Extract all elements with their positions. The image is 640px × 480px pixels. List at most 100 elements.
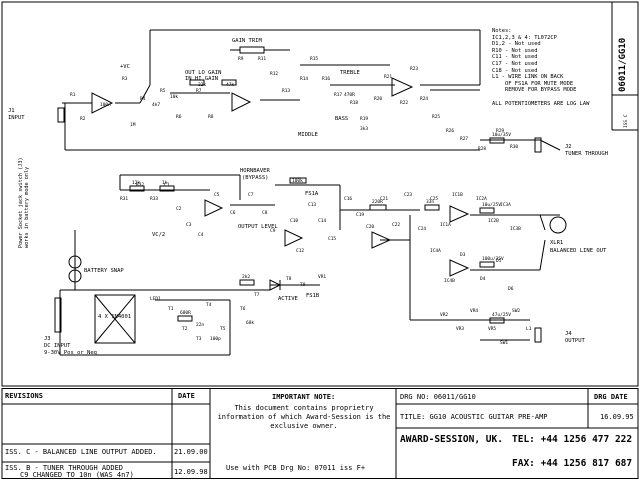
tuner-through-label: TUNER THROUGH [565,151,608,157]
component-designator: R30 [510,144,518,150]
fs1a-label: FS1A [305,191,319,197]
j4-label: J4 [565,331,572,337]
component-designator: D5 [496,258,502,264]
component-designator: R6 [176,114,182,120]
component-designator: R11 [258,56,266,62]
component-designator: R23 [410,66,418,72]
component-designator: T5 [220,326,226,332]
component-designator: C5 [214,192,220,198]
component-designator: R12 [270,71,278,77]
note-line: REMOVE FOR BYPASS MODE [504,87,577,94]
plus-vc-label: +VC [120,64,130,70]
component-designator: LED1 [150,296,161,302]
component-value: 10u/25V [482,202,501,208]
component-designator: R22 [400,100,408,106]
dc-input-label: DC INPUT [44,343,71,349]
out-lo-gain-label: OUT LO GAIN [185,70,221,76]
battery-snap-label: BATTERY SNAP [84,268,124,274]
component-designator: T8 [286,276,292,282]
drawing-title: TITLE: GG10 ACOUSTIC GUITAR PRE-AMP [400,413,548,421]
note-line: C11 - Not used [492,54,538,61]
component-designator: R8 [208,114,214,120]
power-socket-note: Power Socket jack switch (J3) works in b… [18,157,30,248]
revisions-header: REVISIONS [5,392,43,400]
component-designator: VR3 [456,326,464,332]
component-value: 100n [100,102,111,108]
component-designator: R24 [420,96,428,102]
component-designator: C4 [198,232,204,238]
note-line: OF FS1A FOR MUTE MODE [504,80,574,87]
output-label: OUTPUT [565,338,586,344]
component-designator: C15 [328,236,336,242]
component-designator: R4 [140,96,146,102]
component-designator: R5 [160,88,166,94]
treble-label: TREBLE [340,70,360,76]
component-designator: VR4 [470,308,478,314]
gain-trim-label: GAIN TRIM [232,38,262,44]
component-designator: R31 [120,196,128,202]
component-designator: IC1A [440,222,451,228]
component-designator: R17 [334,92,342,98]
side-tab-issue: ISS C [624,114,629,128]
component-designator: R27 [460,136,468,142]
drawing-date: 16.09.95 [600,413,634,421]
hornbaver-label: HORNBAVER [240,168,270,174]
component-designator: C14 [318,218,326,224]
component-designator: IC1B [452,192,463,198]
note-line: D1,2 - Not used [492,41,541,48]
notice-text: This document contains proprietry inform… [217,404,391,430]
component-value: 220R [372,199,383,205]
company-name: AWARD-SESSION, UK. [400,434,503,445]
component-value: 47u/25V [492,312,511,318]
component-designator: C6 [230,210,236,216]
dc-spec-label: 9-30V Pos or Neg [44,350,97,356]
component-designator: R25 [432,114,440,120]
component-designator: IC4B [444,278,455,284]
title-block: REVISIONS DATE ISS. C - BALANCED LINE OU… [0,388,640,480]
component-designator: R14 [300,76,308,82]
component-designator: R9 [238,56,244,62]
active-label: ACTIVE [278,296,298,302]
component-designator: R7 [196,88,202,94]
title-block-frame [1,388,639,479]
component-designator: C25 [430,196,438,202]
component-designator: R21 [384,74,392,80]
middle-label: MIDDLE [298,132,318,138]
component-designator: R18 [350,100,358,106]
revision-row: ISS. C - BALANCED LINE OUTPUT ADDED. [5,448,157,456]
component-value: 68k [246,320,254,326]
component-value: 22k [198,82,206,88]
component-value: 12k [132,180,140,186]
in-hi-gain-label: IN HI GAIN [185,76,218,82]
component-designator: D3 [460,252,466,258]
component-designator: C12 [296,248,304,254]
component-designator: IC3B [510,226,521,232]
component-designator: C8 [262,210,268,216]
component-designator: VR5 [488,326,496,332]
date-header: DATE [178,392,195,400]
j2-label: J2 [565,144,572,150]
revision-row: ISS. B - TUNER THROUGH ADDED [5,464,124,472]
component-designator: D4 [480,276,486,282]
component-designator: C22 [392,222,400,228]
component-designator: IC4A [430,248,441,254]
component-designator: L1 [526,326,532,332]
component-designator: T2 [182,326,188,332]
fax: FAX: +44 1256 817 687 [512,458,633,469]
drawing-date-header: DRG DATE [594,393,628,401]
diode-spec-label: 4 X 1N4001 [98,314,131,320]
component-designator: D6 [508,286,514,292]
component-designator: C16 [344,196,352,202]
component-designator: SW2 [512,308,520,314]
component-designator: R13 [282,88,290,94]
component-designator: R20 [374,96,382,102]
component-designator: C24 [418,226,426,232]
xlr1-label: XLR1 [550,240,563,246]
component-designator: T9 [300,282,306,288]
component-designator: R1 [70,92,76,98]
component-value: 22n [196,322,204,328]
note-line: ALL POTENTIOMETERS ARE LOG LAW [492,100,590,107]
component-designator: C3 [186,222,192,228]
